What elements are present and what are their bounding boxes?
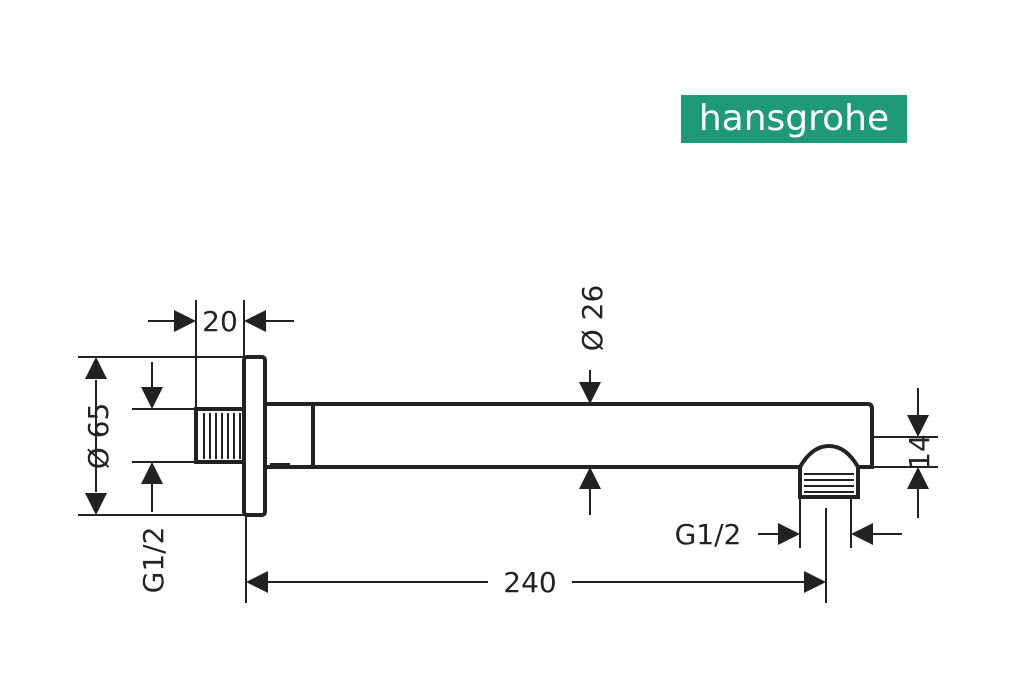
logo-text: hansgrohe	[699, 98, 889, 139]
wall-thread-label: G1/2	[137, 527, 170, 594]
shower-arm-outline	[194, 355, 874, 517]
dimension-arm-diameter: Ø 26	[576, 285, 609, 515]
projection-label: 240	[503, 566, 556, 599]
logo-background	[681, 95, 907, 143]
dimension-wall-thread: G1/2	[132, 362, 196, 593]
dimension-outlet-thread: G1/2	[675, 497, 902, 551]
wall-flange	[242, 355, 267, 517]
outlet-nozzle	[798, 443, 860, 499]
flange-depth-label: 20	[202, 305, 238, 338]
arm-top-edge	[265, 402, 874, 469]
outlet-height-label: 14	[903, 434, 936, 470]
outlet-thread-label: G1/2	[675, 518, 742, 551]
dimension-flange-depth: 20	[148, 300, 294, 409]
wall-thread-connector	[194, 407, 246, 464]
flange-diameter-label: Ø 65	[82, 403, 115, 470]
arm-diameter-label: Ø 26	[576, 285, 609, 352]
dimension-flange-diameter: Ø 65	[78, 356, 244, 516]
wall-thread-hatching	[203, 413, 241, 459]
outlet-thread-hatching	[804, 473, 854, 493]
hansgrohe-logo: hansgrohe	[681, 95, 907, 143]
dimension-outlet-height: 14	[858, 388, 938, 518]
dimension-projection: 240	[245, 508, 827, 603]
